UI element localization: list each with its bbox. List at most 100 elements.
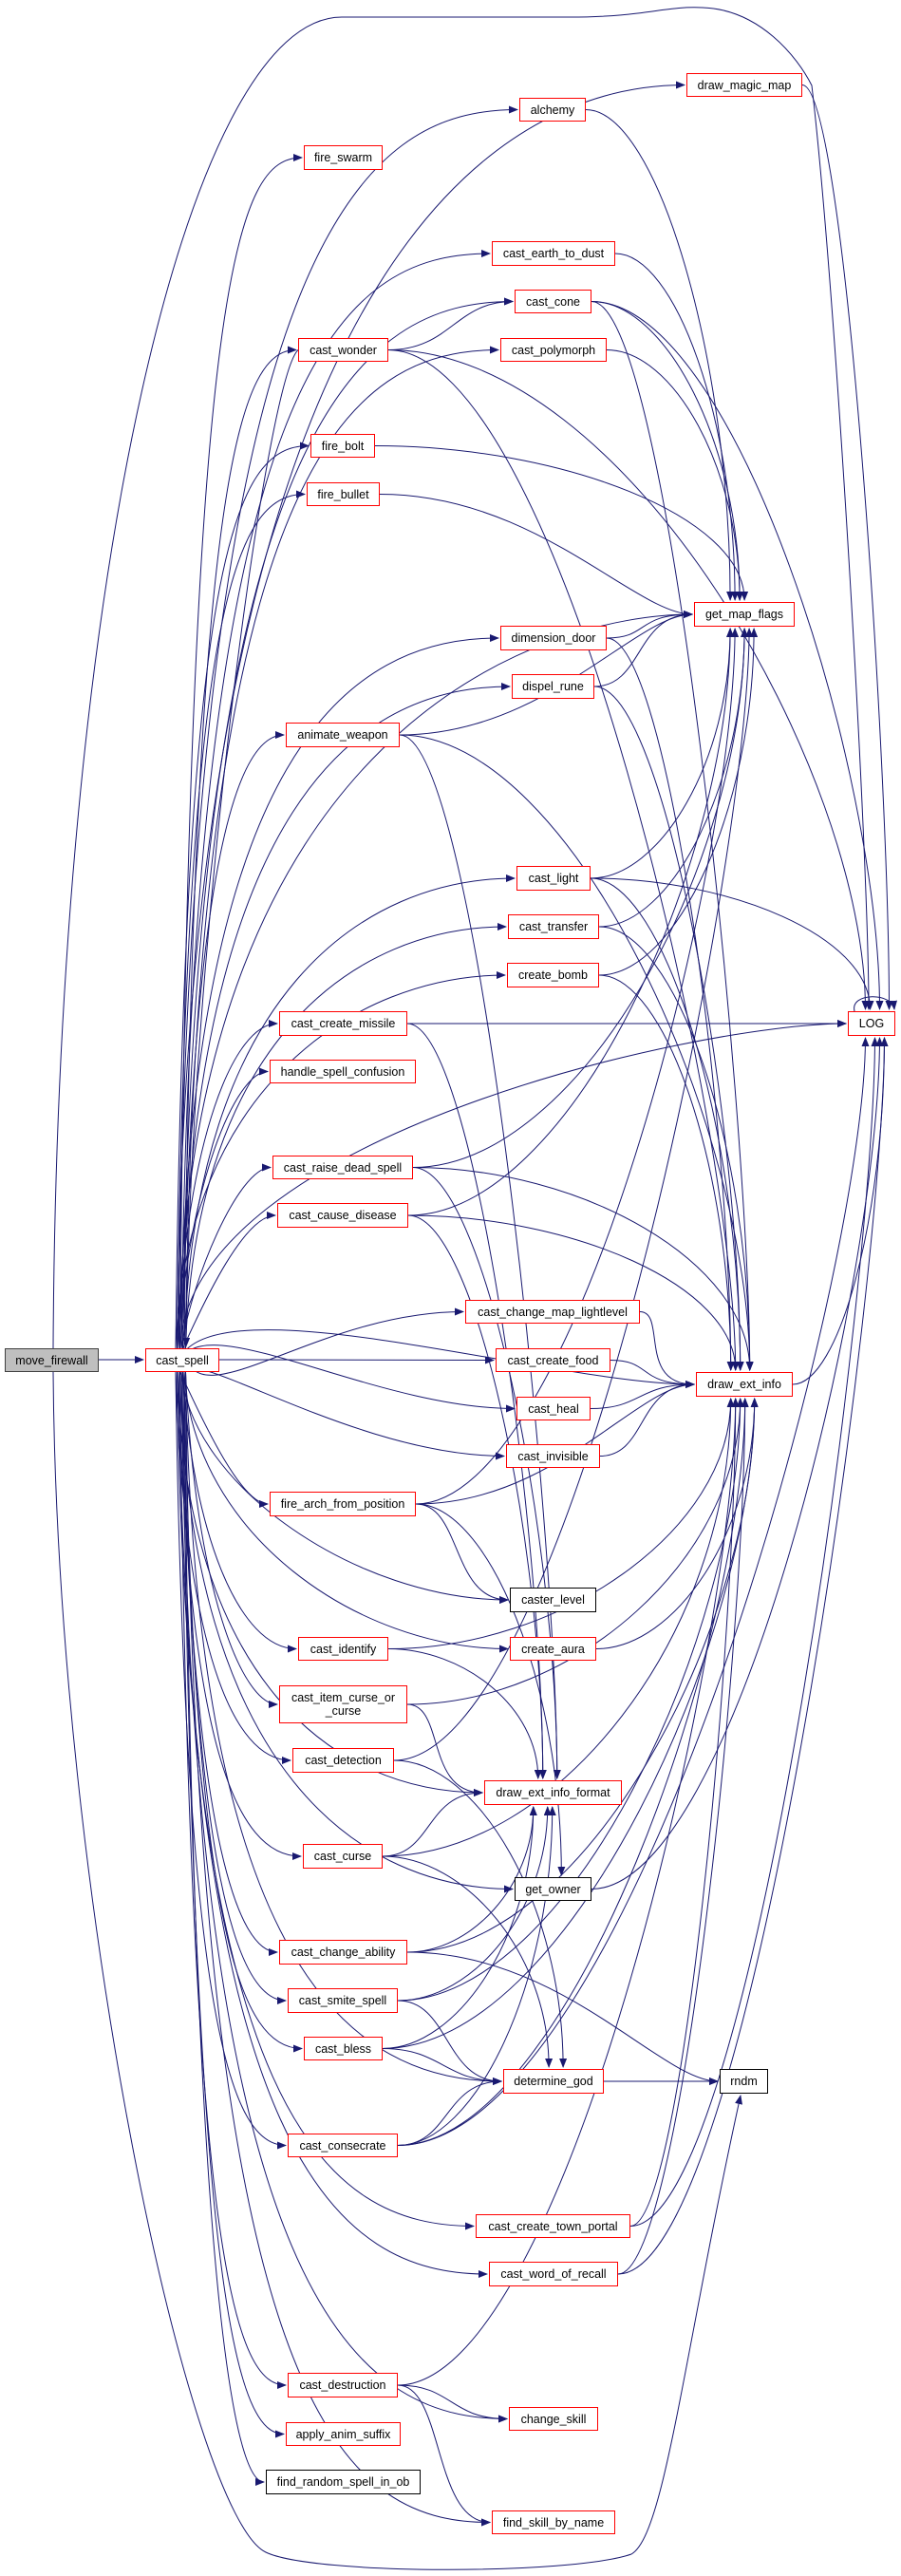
edge-cast-word-of-recall-to-log — [617, 1037, 889, 2275]
edge-cast-bless-to-determine-god — [382, 2048, 502, 2085]
node-label: change_skill — [520, 2412, 587, 2426]
edge-cast-spell-to-get-owner — [179, 1371, 514, 1893]
edge-cast-spell-to-cast-wonder — [183, 346, 297, 1349]
node-get-map-flags[interactable]: get_map_flags — [694, 602, 795, 627]
node-label: alchemy — [530, 103, 575, 117]
node-cast-identify[interactable]: cast_identify — [298, 1637, 388, 1661]
node-cast-wonder[interactable]: cast_wonder — [298, 338, 388, 362]
node-cast-transfer[interactable]: cast_transfer — [508, 914, 599, 939]
node-cast-earth-to-dust[interactable]: cast_earth_to_dust — [492, 241, 615, 266]
node-cast-spell[interactable]: cast_spell — [145, 1348, 219, 1372]
edge-cast-spell-to-cast-transfer — [185, 923, 507, 1349]
edge-dimension-door-to-draw-ext-info — [606, 637, 735, 1371]
edge-cast-raise-dead-spell-to-get-map-flags — [412, 628, 749, 1168]
edge-create-bomb-to-get-map-flags — [598, 628, 759, 976]
node-find-random-spell-in-ob[interactable]: find_random_spell_in_ob — [266, 2470, 421, 2494]
node-cast-item-curse-or-curse[interactable]: cast_item_curse_or_curse — [279, 1685, 407, 1723]
node-cast-consecrate[interactable]: cast_consecrate — [288, 2134, 398, 2157]
node-find-skill-by-name[interactable]: find_skill_by_name — [492, 2510, 615, 2534]
node-create-aura[interactable]: create_aura — [510, 1637, 596, 1661]
node-dispel-rune[interactable]: dispel_rune — [512, 674, 594, 699]
edge-cast-consecrate-to-draw-ext-info — [397, 1398, 749, 2146]
node-log[interactable]: LOG — [848, 1011, 895, 1036]
node-draw-magic-map[interactable]: draw_magic_map — [686, 73, 802, 97]
edge-cast-raise-dead-spell-to-draw-ext-info-format — [412, 1167, 561, 1779]
node-apply-anim-suffix[interactable]: apply_anim_suffix — [286, 2422, 401, 2446]
node-create-bomb[interactable]: create_bomb — [507, 963, 599, 987]
node-cast-light[interactable]: cast_light — [516, 866, 591, 891]
node-get-owner[interactable]: get_owner — [515, 1877, 591, 1901]
node-label: determine_god — [514, 2075, 593, 2088]
edge-cast-spell-to-caster-level — [180, 1371, 509, 1604]
node-cast-word-of-recall[interactable]: cast_word_of_recall — [489, 2262, 618, 2286]
edge-cast-spell-to-cast-create-food — [218, 1356, 495, 1364]
node-label: cast_bless — [314, 2041, 372, 2056]
edge-cast-spell-to-handle-spell-confusion — [178, 1067, 269, 1349]
node-cast-invisible[interactable]: cast_invisible — [506, 1444, 600, 1468]
edge-fire-bolt-to-get-map-flags — [374, 445, 749, 601]
node-cast-raise-dead-spell[interactable]: cast_raise_dead_spell — [272, 1156, 413, 1179]
edge-cast-identify-to-draw-ext-info-format — [387, 1648, 542, 1779]
node-move-firewall[interactable]: move_firewall — [5, 1348, 99, 1372]
edge-dispel-rune-to-get-map-flags — [593, 611, 693, 687]
node-draw-ext-info-format[interactable]: draw_ext_info_format — [484, 1780, 622, 1805]
node-label: cast_curse — [313, 1850, 372, 1863]
node-label: cast_create_missile — [291, 1017, 396, 1030]
edge-cast-transfer-to-draw-ext-info — [598, 926, 754, 1371]
node-cast-create-food[interactable]: cast_create_food — [496, 1348, 610, 1372]
node-fire-bullet[interactable]: fire_bullet — [307, 482, 380, 506]
node-label: cast_change_map_lightlevel — [478, 1305, 628, 1319]
edge-cast-spell-to-fire-bullet — [177, 490, 306, 1349]
node-cast-change-map-lightlevel[interactable]: cast_change_map_lightlevel — [465, 1300, 640, 1324]
edge-draw-ext-info-to-log — [792, 1037, 889, 1385]
edge-cast-spell-to-cast-earth-to-dust — [180, 250, 491, 1349]
node-cast-polymorph[interactable]: cast_polymorph — [500, 338, 607, 362]
node-cast-destruction[interactable]: cast_destruction — [288, 2373, 398, 2397]
edge-cast-change-map-lightlevel-to-draw-ext-info — [639, 1311, 695, 1388]
edge-cast-spell-to-cast-create-missile — [177, 1020, 278, 1349]
node-cast-cause-disease[interactable]: cast_cause_disease — [277, 1203, 408, 1228]
edge-cast-earth-to-dust-to-get-map-flags — [614, 253, 740, 601]
node-fire-swarm[interactable]: fire_swarm — [304, 145, 383, 170]
node-fire-arch-from-position[interactable]: fire_arch_from_position — [270, 1492, 416, 1516]
node-label: move_firewall — [15, 1353, 88, 1367]
node-cast-change-ability[interactable]: cast_change_ability — [279, 1940, 407, 1965]
edge-cast-raise-dead-spell-to-draw-ext-info — [412, 1167, 754, 1371]
node-dimension-door[interactable]: dimension_door — [500, 626, 607, 650]
node-caster-level[interactable]: caster_level — [510, 1588, 596, 1612]
node-animate-weapon[interactable]: animate_weapon — [286, 723, 400, 747]
edge-cast-cause-disease-to-get-map-flags — [407, 628, 735, 1216]
edge-cast-item-curse-or-curse-to-draw-ext-info — [406, 1398, 744, 1705]
node-label: cast_cone — [526, 294, 580, 309]
node-label: cast_item_curse_or — [291, 1691, 396, 1704]
edge-dispel-rune-to-draw-ext-info — [593, 686, 744, 1371]
node-label: fire_swarm — [313, 151, 373, 164]
edge-cast-destruction-to-draw-ext-info — [397, 1398, 740, 2386]
edge-cast-create-town-portal-to-draw-ext-info — [629, 1398, 740, 2227]
edge-cast-spell-to-cast-change-ability — [180, 1371, 278, 1956]
node-handle-spell-confusion[interactable]: handle_spell_confusion — [270, 1060, 416, 1083]
node-fire-bolt[interactable]: fire_bolt — [310, 434, 375, 458]
edge-cast-curse-to-draw-ext-info-format — [382, 1789, 483, 1857]
node-cast-heal[interactable]: cast_heal — [516, 1397, 591, 1420]
node-cast-detection[interactable]: cast_detection — [292, 1748, 394, 1773]
node-rndm[interactable]: rndm — [720, 2069, 768, 2094]
node-label: handle_spell_confusion — [280, 1064, 405, 1079]
node-cast-cone[interactable]: cast_cone — [515, 290, 591, 313]
edge-cast-identify-to-draw-ext-info — [387, 1398, 735, 1649]
node-cast-create-missile[interactable]: cast_create_missile — [279, 1011, 407, 1036]
node-cast-smite-spell[interactable]: cast_smite_spell — [288, 1988, 398, 2013]
node-draw-ext-info[interactable]: draw_ext_info — [696, 1372, 793, 1397]
node-label: find_random_spell_in_ob — [276, 2475, 410, 2489]
node-change-skill[interactable]: change_skill — [509, 2407, 598, 2431]
edge-cast-heal-to-draw-ext-info — [590, 1381, 695, 1409]
node-cast-create-town-portal[interactable]: cast_create_town_portal — [476, 2214, 630, 2238]
node-determine-god[interactable]: determine_god — [503, 2069, 604, 2094]
edge-cast-spell-to-cast-identify — [182, 1371, 297, 1653]
node-alchemy[interactable]: alchemy — [519, 98, 586, 122]
edge-cast-spell-to-cast-consecrate — [175, 1371, 287, 2150]
edge-cast-spell-to-draw-ext-info — [175, 1329, 695, 1388]
edge-cast-cone-to-log — [591, 301, 884, 1010]
node-cast-curse[interactable]: cast_curse — [303, 1844, 383, 1869]
node-cast-bless[interactable]: cast_bless — [304, 2037, 383, 2060]
